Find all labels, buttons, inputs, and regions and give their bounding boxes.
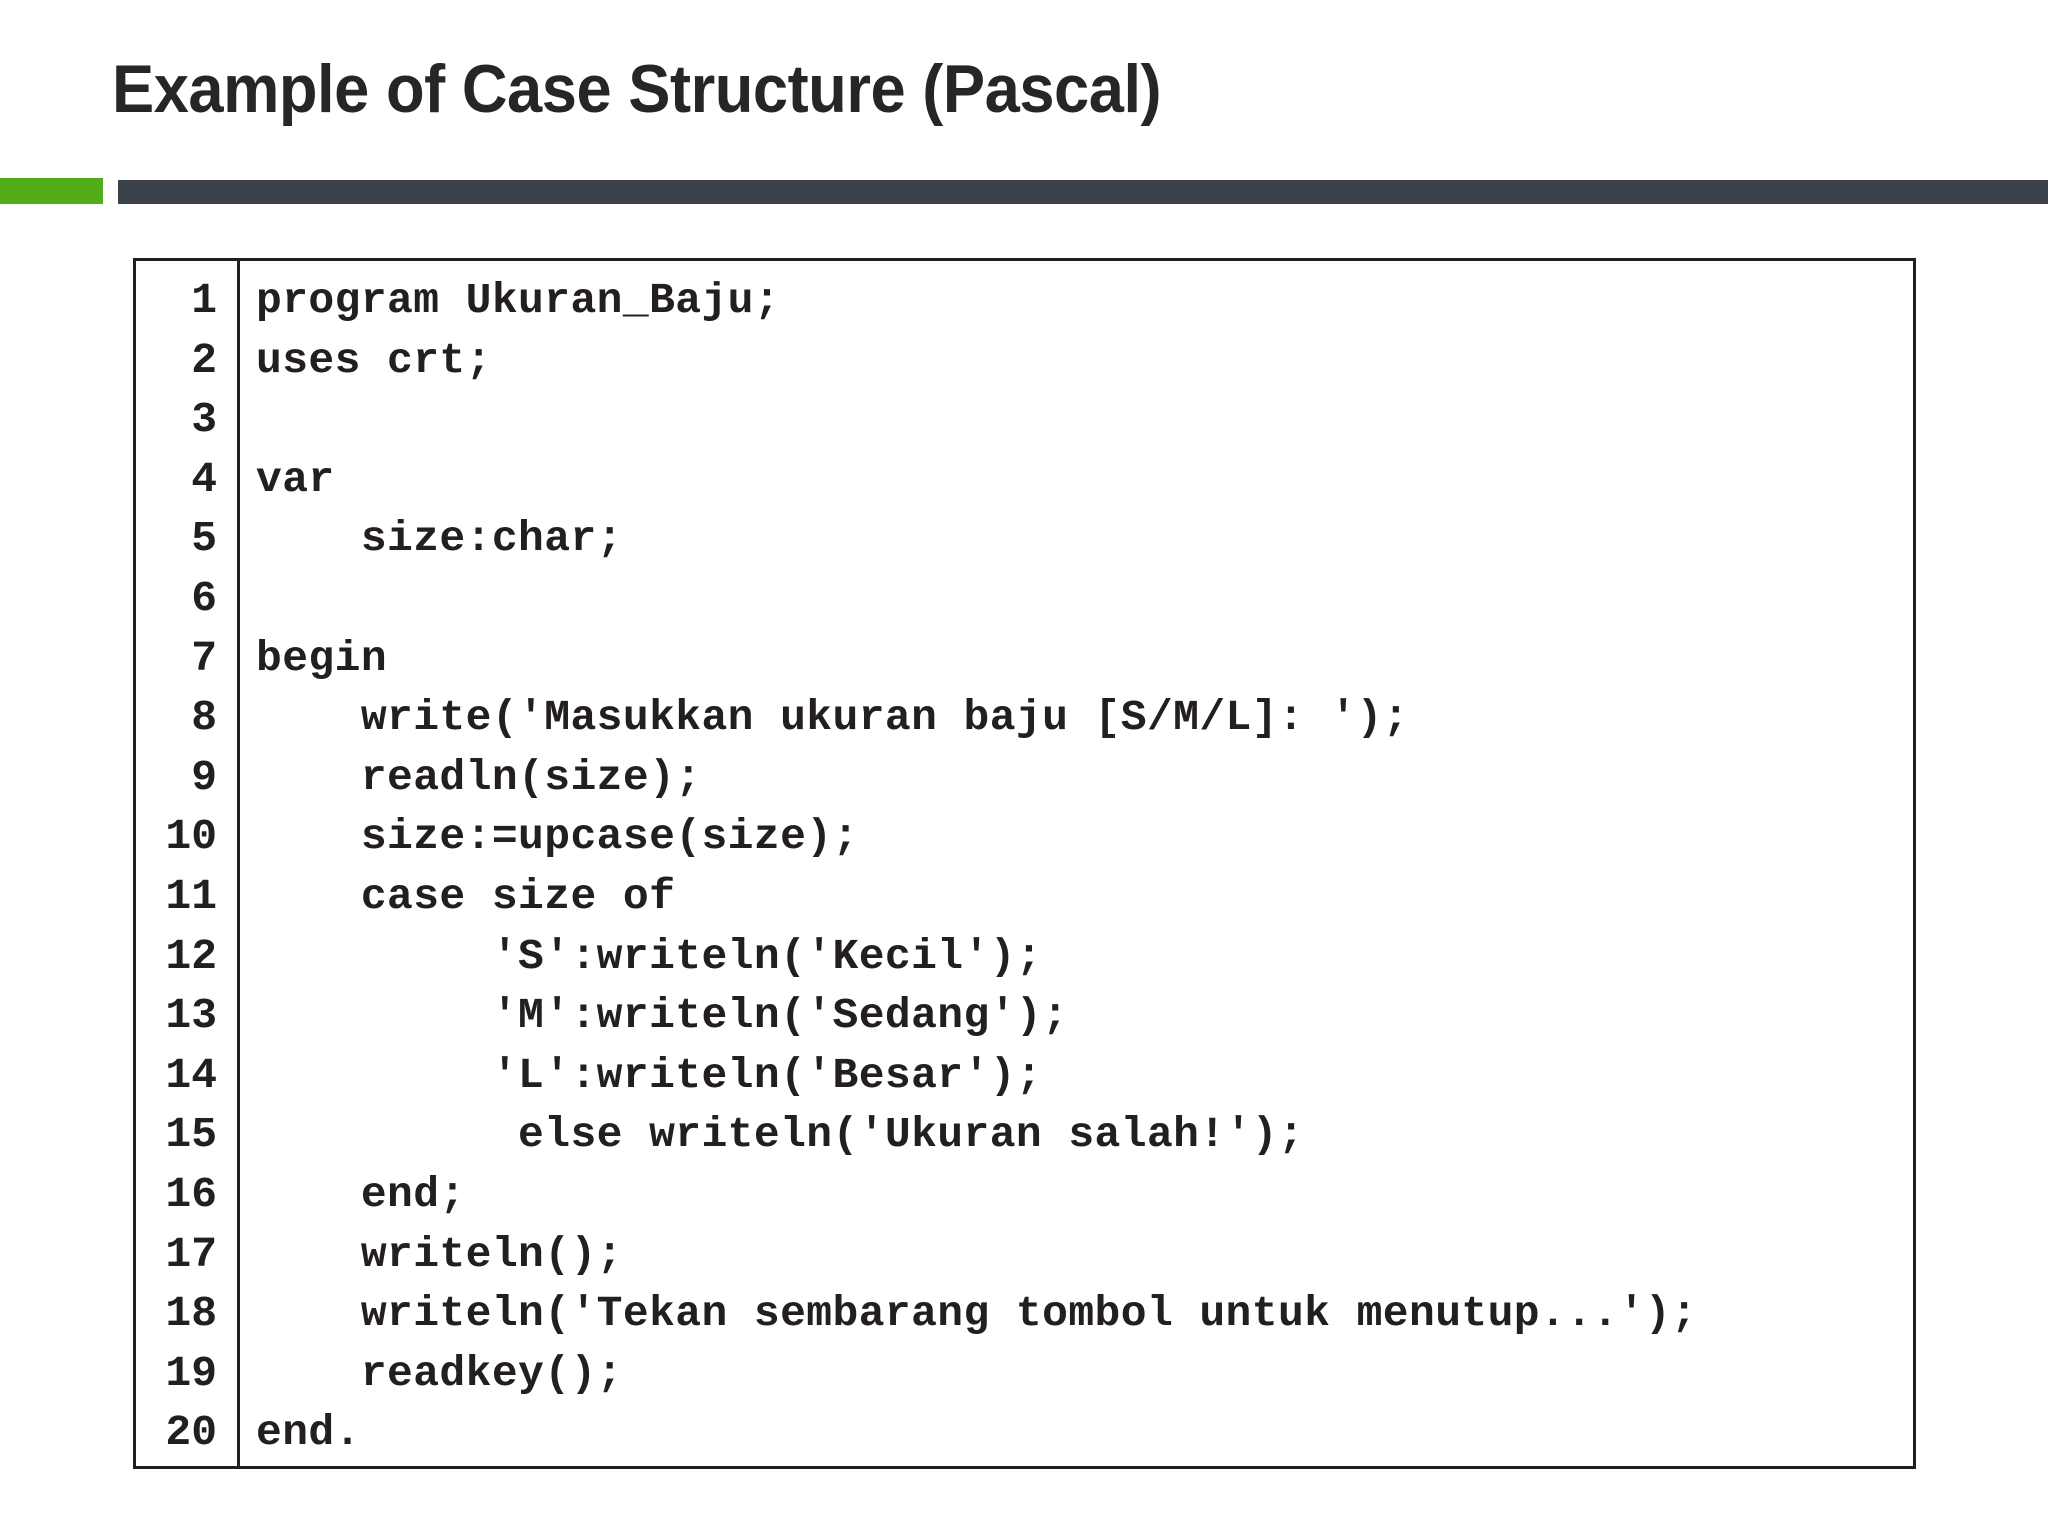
line-number-gutter: 1 2 3 4 5 6 7 8 9 10 11 12 13 14 15 16 1…: [136, 261, 240, 1466]
line-number: 1: [191, 276, 217, 325]
code-line: 'L':writeln('Besar');: [256, 1050, 1043, 1100]
code-line: write('Masukkan ukuran baju [S/M/L]: ');: [256, 693, 1409, 743]
line-number: 12: [165, 931, 217, 981]
code-line: size:=upcase(size);: [256, 812, 859, 862]
code-line: readkey();: [256, 1348, 623, 1398]
code-line: end.: [256, 1408, 361, 1458]
line-number: 18: [165, 1289, 217, 1339]
divider-green-accent: [0, 178, 103, 204]
line-number: 6: [191, 573, 217, 623]
line-number: 17: [165, 1229, 217, 1279]
code-line: program Ukuran_Baju;: [256, 276, 781, 325]
code-source-lines: program Ukuran_Baju; uses crt; var size:…: [240, 261, 1913, 1466]
code-line: uses crt;: [256, 335, 492, 385]
line-number: 15: [165, 1110, 217, 1160]
line-number: 11: [165, 871, 217, 921]
page-title: Example of Case Structure (Pascal): [112, 51, 1162, 127]
code-line: begin: [256, 633, 388, 683]
title-divider: [0, 178, 2048, 204]
line-number: 13: [165, 991, 217, 1041]
code-line: writeln('Tekan sembarang tombol untuk me…: [256, 1289, 1698, 1339]
line-number: 14: [165, 1050, 217, 1100]
line-number: 5: [191, 514, 217, 564]
code-line: [256, 569, 1913, 629]
divider-dark-bar: [118, 180, 2048, 204]
line-number: 16: [165, 1169, 217, 1219]
code-line: else writeln('Ukuran salah!');: [256, 1110, 1305, 1160]
code-line: writeln();: [256, 1229, 623, 1279]
line-number: 7: [191, 633, 217, 683]
code-line: 'M':writeln('Sedang');: [256, 991, 1069, 1041]
code-line: end;: [256, 1169, 466, 1219]
code-line: [256, 390, 1913, 450]
line-number: 10: [165, 812, 217, 862]
code-line: readln(size);: [256, 752, 702, 802]
line-number: 19: [165, 1348, 217, 1398]
code-line: size:char;: [256, 514, 623, 564]
line-number: 3: [191, 395, 217, 445]
line-number: 2: [191, 335, 217, 385]
line-number: 4: [191, 454, 217, 504]
code-line: var: [256, 454, 335, 504]
line-number: 8: [191, 693, 217, 743]
code-line: case size of: [256, 871, 676, 921]
line-number: 20: [165, 1408, 217, 1458]
code-listing-block: 1 2 3 4 5 6 7 8 9 10 11 12 13 14 15 16 1…: [133, 258, 1916, 1469]
line-number: 9: [191, 752, 217, 802]
code-line: 'S':writeln('Kecil');: [256, 931, 1043, 981]
